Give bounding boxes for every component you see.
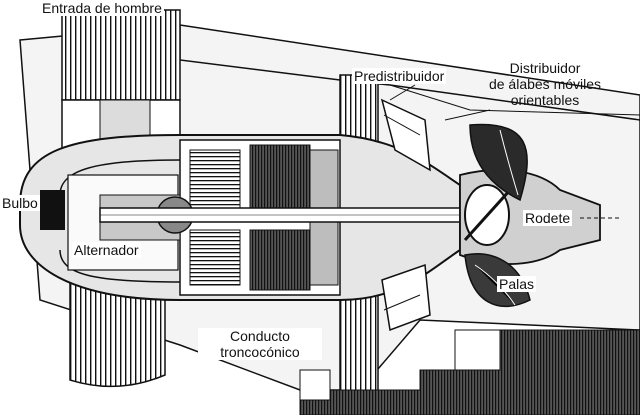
label-entrada-de-hombre: Entrada de hombre [40, 0, 164, 16]
lower-support [69, 274, 166, 388]
label-conducto-troncoconico: Conducto troncocónico [198, 328, 322, 360]
label-bulbo: Bulbo [0, 195, 40, 211]
label-distribuidor-line-1: Distribuidor [509, 60, 581, 76]
label-alternador: Alternador [72, 242, 141, 258]
foundation [299, 329, 640, 415]
wicket-gates [380, 98, 431, 332]
label-palas: Palas [497, 276, 537, 292]
label-rodete: Rodete [523, 210, 573, 226]
label-conducto-line-1: Conducto [230, 328, 290, 344]
leader-lines [389, 84, 620, 219]
label-conducto-line-2: troncocónico [220, 344, 300, 360]
label-predistribuidor: Predistribuidor [352, 68, 447, 84]
label-distribuidor: Distribuidor de álabes móviles orientabl… [470, 60, 620, 108]
label-distribuidor-line-3: orientables [510, 92, 580, 108]
main-shaft [99, 207, 461, 223]
label-distribuidor-line-2: de álabes móviles [488, 76, 602, 92]
